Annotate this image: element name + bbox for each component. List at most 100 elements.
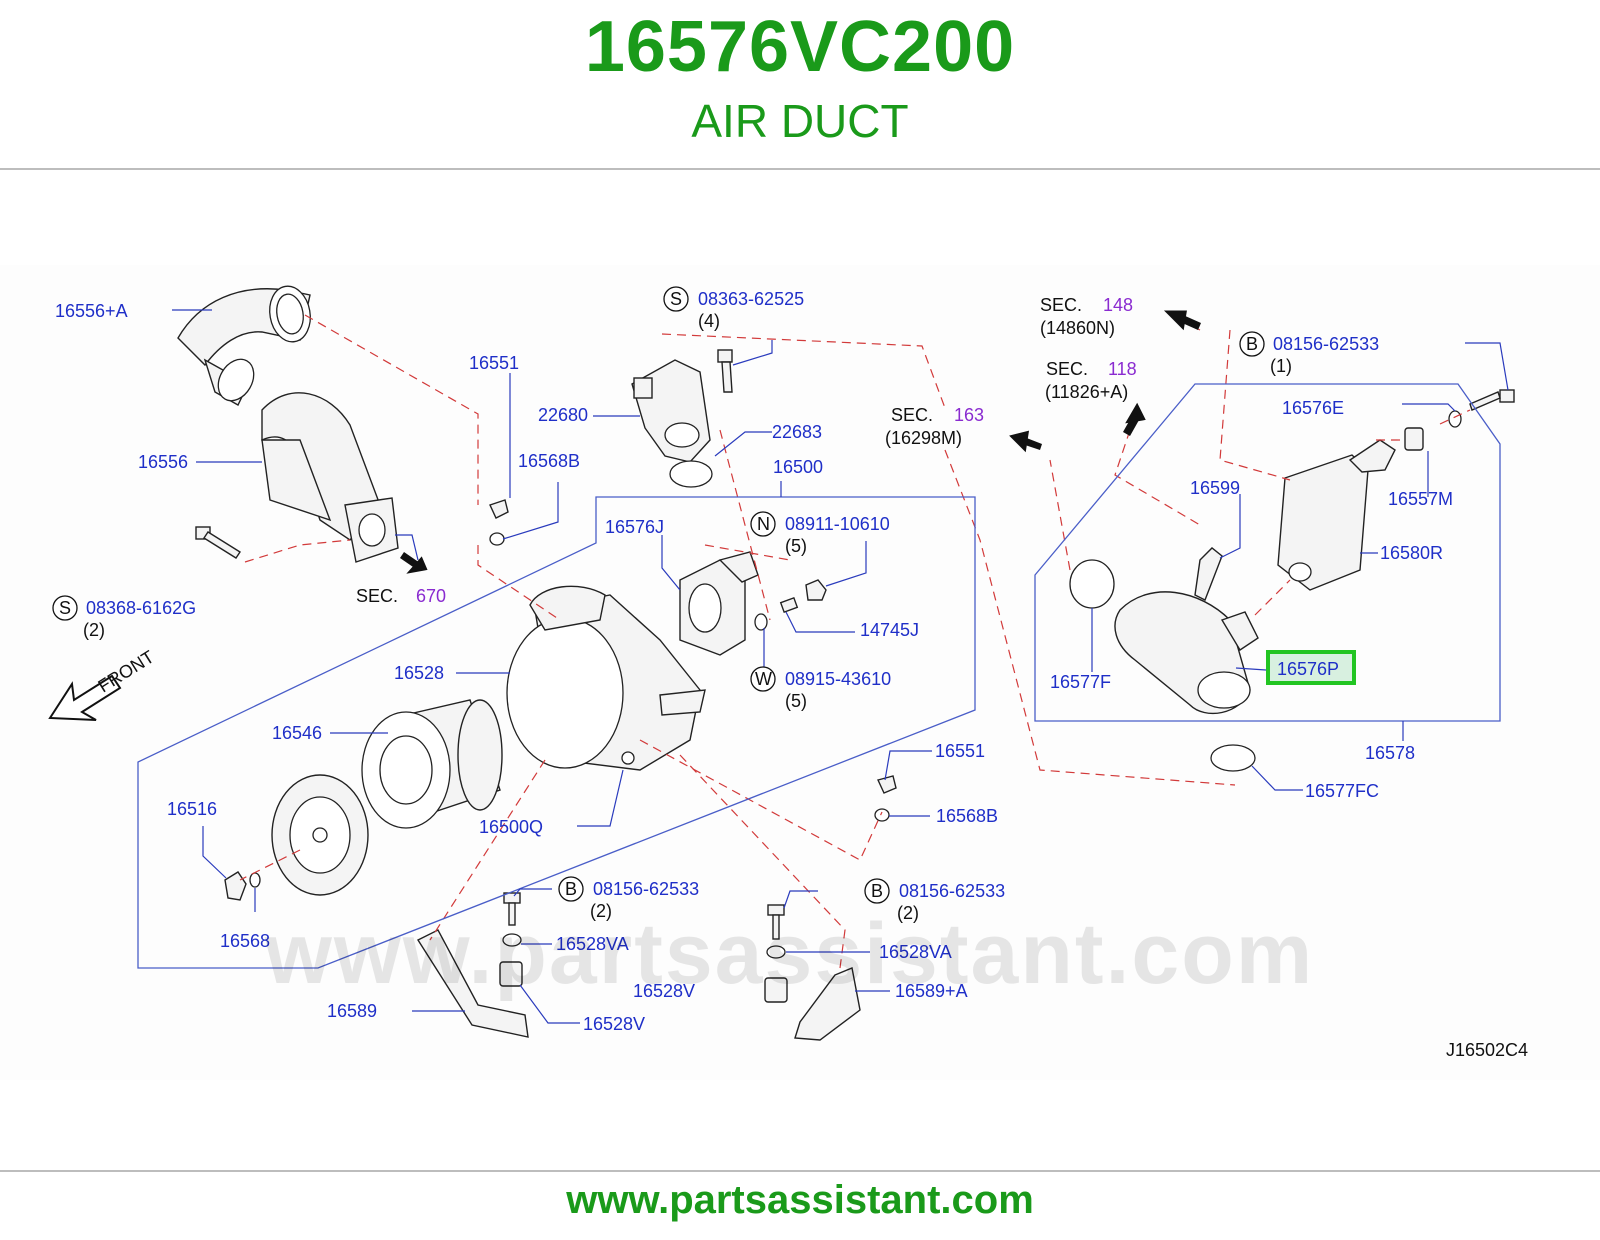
part-label: 16557M: [1388, 489, 1453, 509]
bolt-b3-part: [1469, 389, 1515, 411]
section-ref-code: (14860N): [1040, 318, 1115, 338]
callout-part-number: 08156-62533: [899, 881, 1005, 901]
washer-16528va-right-part: [766, 945, 786, 959]
air-duct-upper-part: [177, 285, 311, 406]
section-ref-148: SEC. 148 (14860N): [1040, 295, 1133, 338]
callout-part-number: 08156-62533: [593, 879, 699, 899]
part-name-subtitle: AIR DUCT: [691, 95, 909, 147]
section-ref-code: (16298M): [885, 428, 962, 448]
air-duct-lower-part: [261, 392, 399, 563]
part-label: 16568: [220, 931, 270, 951]
part-label: 16577FC: [1305, 781, 1379, 801]
clamp-16577fc-part: [1210, 744, 1256, 772]
watermark-text: www.partsassistant.com: [265, 906, 1315, 1002]
bolt-b1-part: [503, 892, 521, 926]
callout-quantity: (2): [83, 620, 105, 640]
callout-quantity: (4): [698, 311, 720, 331]
section-word: SEC.: [891, 405, 933, 425]
part-label: 16580R: [1380, 543, 1443, 563]
filter-element-part: [361, 699, 503, 829]
part-label: 16576E: [1282, 398, 1344, 418]
callout-b3: B 08156-62533 (1): [1239, 331, 1379, 376]
part-label: 16576J: [605, 517, 664, 537]
part-label: 16568B: [518, 451, 580, 471]
callout-b1: B 08156-62533 (2): [558, 876, 699, 921]
bolt-b2-part: [767, 904, 785, 940]
section-arrow-148: [1163, 310, 1201, 331]
part-labels: 16556+A 16556 16551 22680 22683 16568B 1…: [55, 301, 1453, 1034]
section-number[interactable]: 118: [1108, 359, 1137, 379]
parts-diagram: FRONT 16556+A 16556 16551 22680 22683 16…: [0, 265, 1600, 1080]
callout-part-number: 08915-43610: [785, 669, 891, 689]
part-label: 16528: [394, 663, 444, 683]
collar-14745j-part: [779, 597, 799, 613]
callout-letter: S: [59, 598, 71, 618]
wing-nut-16551-upper-part: [489, 499, 509, 519]
part-label: 16556: [138, 452, 188, 472]
dashed-assembly-lines: [239, 314, 1471, 969]
part-label: 22683: [772, 422, 822, 442]
part-label: 16551: [469, 353, 519, 373]
insulator-16557m-part: [1404, 427, 1424, 451]
leader-lines: [172, 309, 1509, 1024]
callout-letter: B: [565, 879, 577, 899]
callout-part-number: 08363-62525: [698, 289, 804, 309]
part-label: 16556+A: [55, 301, 128, 321]
group-box-16500: [137, 496, 976, 969]
footer-url[interactable]: www.partsassistant.com: [566, 1178, 1034, 1222]
page-header: 16576VC200 AIR DUCT: [0, 0, 1600, 170]
bracket-16589a-part: [794, 967, 861, 1041]
part-label: 16500Q: [479, 817, 543, 837]
air-duct-16576p-part: [1114, 591, 1259, 715]
part-label: 16568B: [936, 806, 998, 826]
section-number[interactable]: 148: [1103, 295, 1133, 315]
resonator-16580r-part: [1277, 439, 1396, 591]
callout-b2: B 08156-62533 (2): [864, 878, 1005, 923]
callout-letter: B: [871, 881, 883, 901]
callout-quantity: (5): [785, 536, 807, 556]
section-word: SEC.: [1046, 359, 1088, 379]
front-label: FRONT: [95, 647, 158, 697]
callout-quantity: (2): [590, 901, 612, 921]
callout-letter: S: [670, 289, 682, 309]
section-ref-code: (11826+A): [1045, 382, 1128, 402]
highlighted-part-label[interactable]: 16576P: [1277, 659, 1339, 679]
footer-divider: [0, 1170, 1600, 1172]
callout-letter: N: [757, 514, 770, 534]
washer-w-part: [754, 613, 768, 631]
part-label: 16528VA: [879, 942, 952, 962]
bolt-s2-part: [195, 526, 241, 559]
callout-part-number: 08368-6162G: [86, 598, 196, 618]
section-arrow-118: [1123, 402, 1146, 436]
section-number[interactable]: 163: [954, 405, 984, 425]
section-arrow-670: [400, 552, 428, 574]
part-label: 16528V: [633, 981, 695, 1001]
section-word: SEC.: [356, 586, 398, 606]
callout-quantity: (2): [897, 903, 919, 923]
section-number[interactable]: 670: [416, 586, 446, 606]
hose-16599-part: [1194, 547, 1223, 601]
part-label: 16577F: [1050, 672, 1111, 692]
group-box-16578: [1034, 383, 1501, 722]
washer-16568-part: [249, 872, 261, 888]
washer-16576e-part: [1448, 410, 1462, 428]
diagram-code: J16502C4: [1446, 1040, 1528, 1060]
part-label: 16589+A: [895, 981, 968, 1001]
callout-quantity: (5): [785, 691, 807, 711]
insulator-16528v-left-part: [499, 961, 523, 987]
washer-16568b-lower-part: [874, 808, 890, 822]
part-label: 16599: [1190, 478, 1240, 498]
callout-w: W 08915-43610 (5): [750, 666, 891, 711]
gasket-22683-part: [669, 460, 713, 488]
callout-quantity: (1): [1270, 356, 1292, 376]
cover-16516-part: [271, 774, 369, 896]
front-arrow: FRONT: [48, 647, 158, 721]
diagram-svg: FRONT 16556+A 16556 16551 22680 22683 16…: [48, 285, 1528, 1060]
callout-part-number: 08911-10610: [785, 514, 890, 534]
callout-letter: W: [755, 669, 772, 689]
callout-part-number: 08156-62533: [1273, 334, 1379, 354]
part-label: 16500: [773, 457, 823, 477]
callout-letter: B: [1246, 334, 1258, 354]
section-ref-163: SEC. 163 (16298M): [885, 405, 984, 448]
bracket-16589-part: [416, 929, 529, 1038]
